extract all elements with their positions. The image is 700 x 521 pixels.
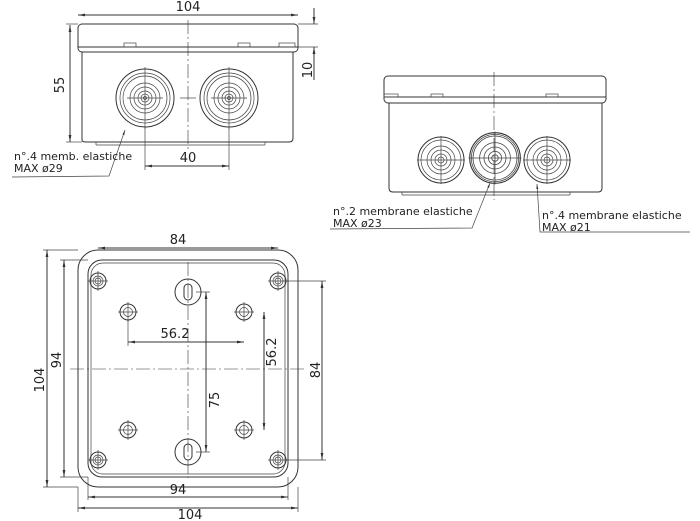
left-inner-dimension: 94	[50, 352, 65, 369]
spacing-dimension: 40	[180, 151, 197, 166]
mounting-hole-icon	[117, 301, 139, 323]
gland-note-a-max: MAX ø23	[333, 217, 382, 230]
bottom-inner-dimension: 94	[170, 483, 187, 498]
right-dimension: 84	[309, 362, 324, 379]
inner-vertical-dimension: 56.2	[265, 338, 280, 367]
lid-dimension: 10	[301, 62, 316, 79]
cable-gland-icon	[199, 66, 259, 130]
slot-spacing-dimension: 75	[208, 392, 223, 409]
top-dimension: 84	[170, 233, 187, 248]
bottom-view: 84 56.2 56.2 75 84 94 104 94 104	[33, 233, 326, 521]
side-view: n°.2 membrane elastiche MAX ø23 n°.4 mem…	[329, 72, 690, 234]
left-outer-dimension: 104	[33, 368, 48, 393]
gland-note-b-max: MAX ø21	[542, 221, 591, 234]
mounting-hole-icon	[233, 419, 255, 441]
cable-gland-icon	[115, 66, 175, 130]
gland-note: n°.4 memb. elastiche	[14, 150, 132, 163]
gland-note-max: MAX ø29	[14, 162, 63, 175]
inner-horizontal-dimension: 56.2	[161, 327, 190, 342]
height-dimension: 55	[53, 77, 68, 94]
front-view: 104 55 10 40 n°.4 memb. elastiche MAX ø2…	[11, 0, 318, 178]
mounting-hole-icon	[233, 301, 255, 323]
width-dimension: 104	[176, 0, 201, 15]
cable-gland-icon	[522, 135, 572, 185]
cable-gland-icon	[416, 135, 466, 185]
cable-gland-icon	[468, 131, 522, 185]
mounting-hole-icon	[117, 419, 139, 441]
bottom-outer-dimension: 104	[178, 508, 203, 521]
gland-note-a: n°.2 membrane elastiche	[333, 205, 473, 218]
gland-note-b: n°.4 membrane elastiche	[542, 209, 682, 222]
